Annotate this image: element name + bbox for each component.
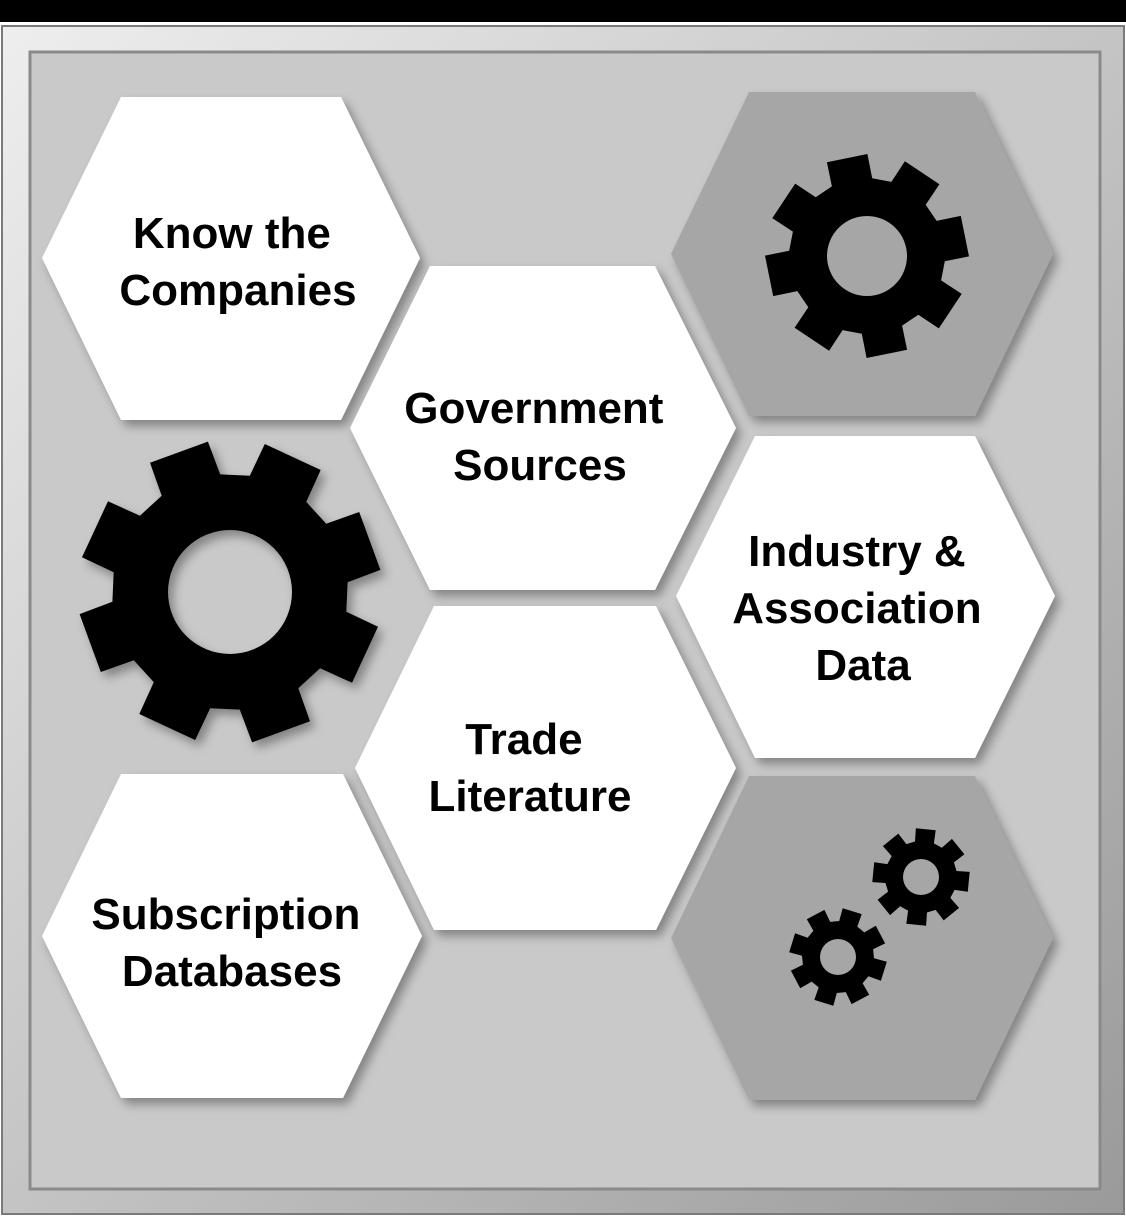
- gear-icon: [789, 908, 887, 1006]
- label-line: Companies: [119, 266, 356, 315]
- label-line: Subscription: [91, 890, 360, 939]
- hex-trade-literature-label: Trade Literature: [429, 715, 632, 821]
- hex-subscription-databases-label: Subscription Databases: [91, 890, 372, 996]
- label-line: Trade: [465, 715, 582, 764]
- label-line: Government: [404, 384, 664, 433]
- hex-government-sources[interactable]: Government Sources: [350, 266, 736, 590]
- label-line: Industry &: [748, 527, 966, 576]
- hex-government-sources-label: Government Sources: [404, 384, 675, 490]
- hex-trade-literature[interactable]: Trade Literature: [355, 606, 736, 930]
- label-line: Literature: [429, 772, 632, 821]
- gear-icon: [79, 441, 381, 743]
- hex-know-the-companies-label: Know the Companies: [119, 209, 356, 315]
- label-line: Association: [732, 584, 981, 633]
- hex-gear-top-right[interactable]: [671, 92, 1053, 416]
- hex-industry-association-data-label: Industry & Association Data: [732, 527, 994, 690]
- gear-icon: [765, 154, 969, 358]
- gear-icon: [872, 828, 970, 926]
- hex-subscription-databases[interactable]: Subscription Databases: [42, 774, 422, 1098]
- label-line: Data: [815, 641, 911, 690]
- header-bar: [0, 0, 1126, 22]
- hex-industry-association-data[interactable]: Industry & Association Data: [676, 436, 1055, 758]
- hex-know-the-companies[interactable]: Know the Companies: [42, 97, 420, 420]
- label-line: Databases: [122, 947, 342, 996]
- label-line: Sources: [453, 441, 627, 490]
- label-line: Know the: [133, 209, 331, 258]
